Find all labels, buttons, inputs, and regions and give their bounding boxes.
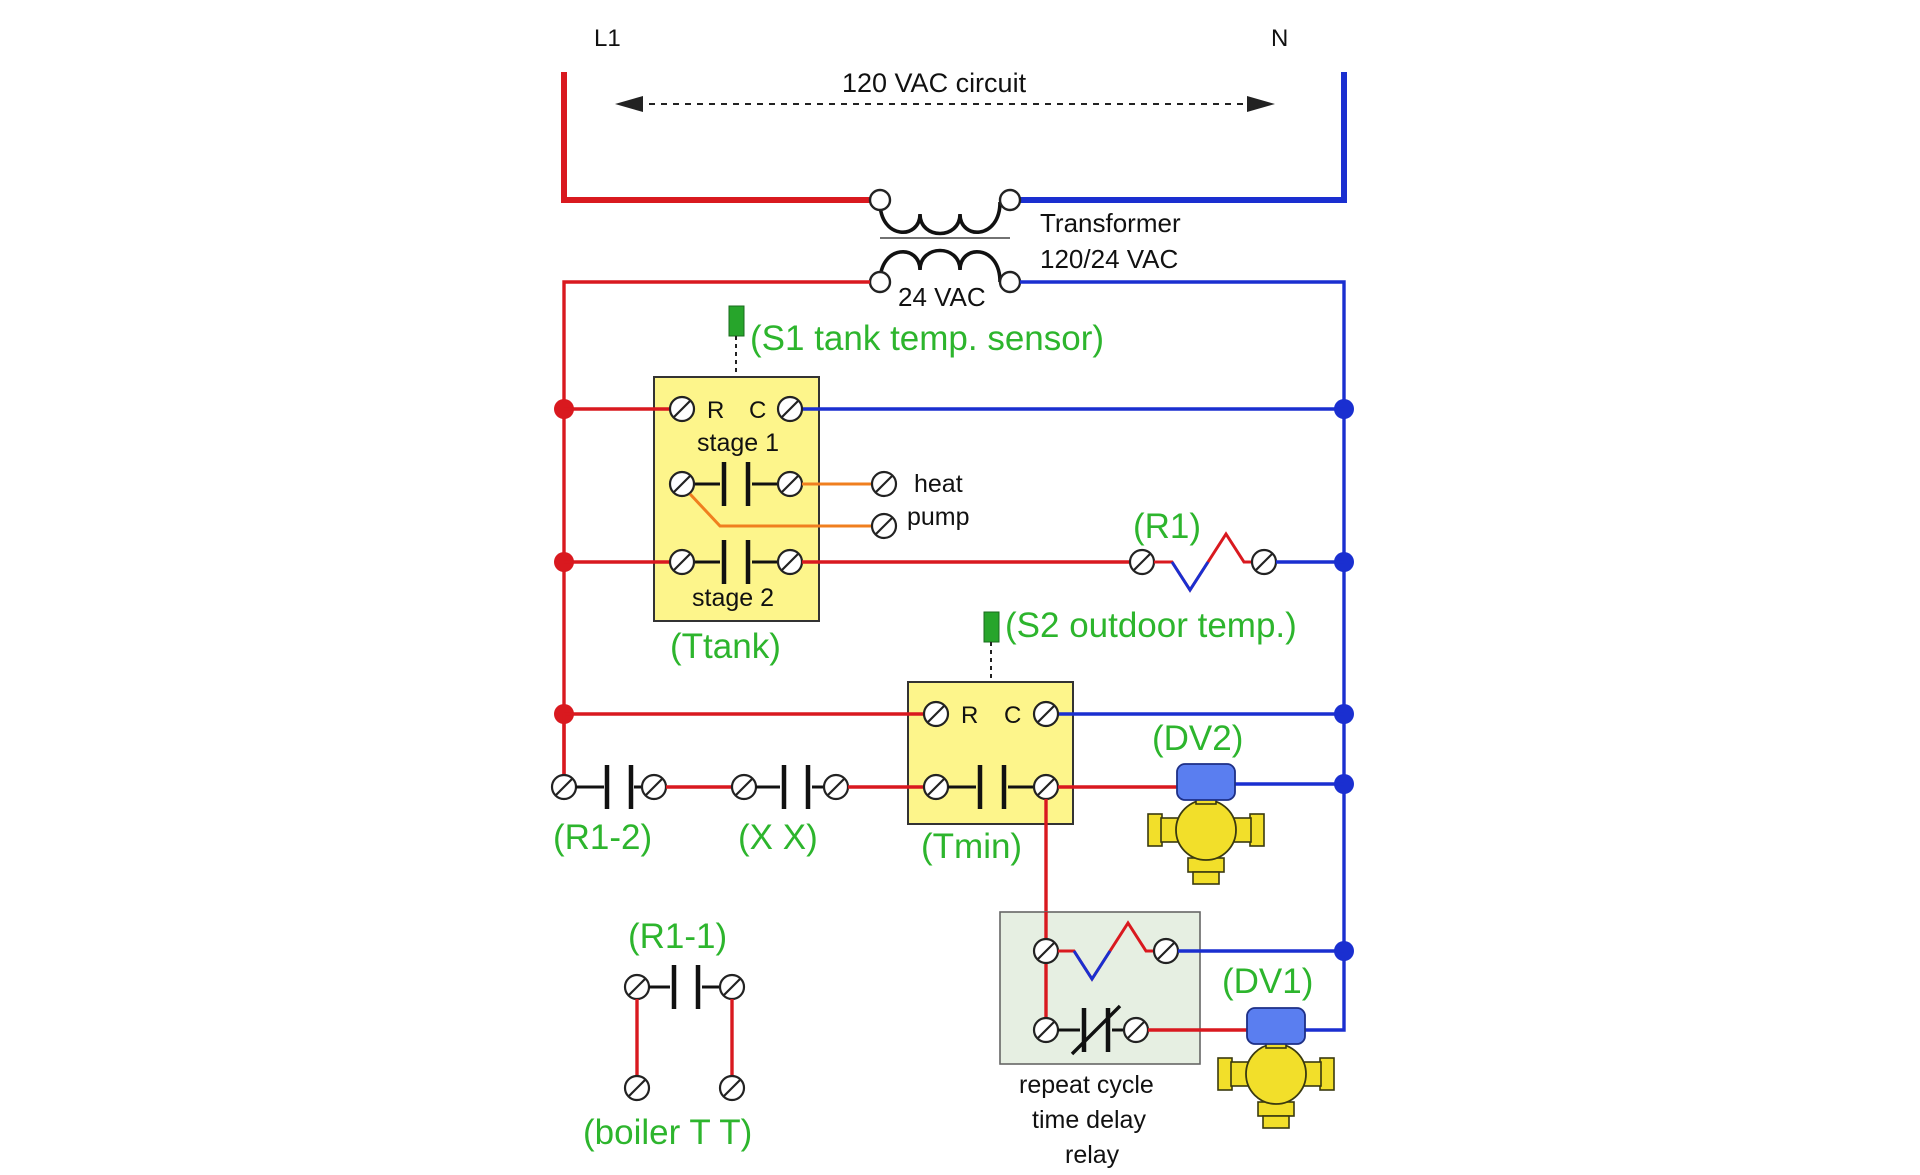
tmin-r-label: R [961, 702, 978, 729]
time-delay-label-line3: relay [1065, 1141, 1120, 1169]
r1-coil-label: (R1) [1133, 507, 1201, 546]
transformer-rating: 120/24 VAC [1040, 244, 1178, 274]
transformer [868, 188, 1022, 294]
time-delay-contact-slash [1070, 1004, 1122, 1056]
stage1-terminal-left [668, 470, 696, 498]
l1-wire [561, 72, 870, 203]
pump-label: pump [907, 503, 970, 531]
tmin-contact-terminal-left [922, 773, 950, 801]
ttank-r-terminal [668, 395, 696, 423]
circuit-label: 120 VAC circuit [842, 68, 1027, 98]
r1-2-label: (R1-2) [553, 818, 652, 857]
r1-1-terminal-left [623, 973, 651, 1001]
arrow-right-head [1247, 96, 1275, 112]
ttank-stage1-label: stage 1 [697, 429, 779, 457]
arrow-left-head [615, 96, 643, 112]
r1-coil-terminal-left [1128, 548, 1156, 576]
tmin-contact-terminal-right [1032, 773, 1060, 801]
xx-label: (X X) [738, 818, 818, 857]
r1-2-terminal-right [640, 773, 668, 801]
time-delay-label-line2: time delay [1032, 1106, 1146, 1134]
time-delay-relay-box [999, 911, 1201, 1065]
ttank-c-label: C [749, 397, 766, 424]
stage2-terminal-left [668, 548, 696, 576]
ttank-stage2-label: stage 2 [692, 584, 774, 612]
xx-terminal-left [730, 773, 758, 801]
xx-terminal-right [822, 773, 850, 801]
s1-sensor-label: (S1 tank temp. sensor) [750, 319, 1104, 358]
time-delay-heater-terminal-left [1032, 937, 1060, 965]
dv1-label: (DV1) [1222, 962, 1313, 1001]
transformer-label: Transformer [1040, 208, 1181, 238]
r1-coil-icon [1170, 561, 1210, 593]
tmin-r-terminal [922, 700, 950, 728]
time-delay-heater-terminal-right [1152, 937, 1180, 965]
secondary-voltage-label: 24 VAC [898, 282, 986, 312]
n-wire [1010, 72, 1347, 203]
r1-1-label: (R1-1) [628, 917, 727, 956]
dv2-valve-icon [1147, 763, 1265, 885]
stage2-terminal-right [776, 548, 804, 576]
heat-label: heat [914, 470, 963, 498]
tmin-c-label: C [1004, 702, 1021, 729]
s2-sensor-label: (S2 outdoor temp.) [1005, 606, 1297, 645]
boiler-terminal-right [718, 1074, 746, 1102]
common-rail [1020, 280, 1346, 1032]
time-delay-contact-terminal-right [1122, 1016, 1150, 1044]
s1-sensor-icon [728, 305, 745, 337]
heat-pump-terminal [870, 470, 898, 498]
tmin-label: (Tmin) [921, 827, 1022, 866]
boiler-terminal-left [623, 1074, 651, 1102]
ttank-c-terminal [776, 395, 804, 423]
tmin-c-terminal [1032, 700, 1060, 728]
boiler-label: (boiler T T) [583, 1113, 752, 1152]
heat-pump-wire [688, 492, 872, 528]
ttank-r-label: R [707, 397, 724, 424]
time-delay-label-line1: repeat cycle [1019, 1071, 1154, 1099]
n-label: N [1271, 25, 1288, 52]
time-delay-contact-terminal-left [1032, 1016, 1060, 1044]
dv1-valve-icon [1217, 1007, 1335, 1129]
l1-label: L1 [594, 25, 621, 52]
stage1-terminal-right [776, 470, 804, 498]
ttank-label: (Ttank) [670, 627, 781, 666]
time-delay-heater-icon [1072, 950, 1112, 982]
r1-1-terminal-right [718, 973, 746, 1001]
heat-pump-terminal [870, 512, 898, 540]
s2-sensor-icon [983, 611, 1000, 643]
r1-2-terminal-left [550, 773, 578, 801]
r1-coil-terminal-right [1250, 548, 1278, 576]
dv2-label: (DV2) [1152, 719, 1243, 758]
hot-rail [562, 280, 870, 787]
